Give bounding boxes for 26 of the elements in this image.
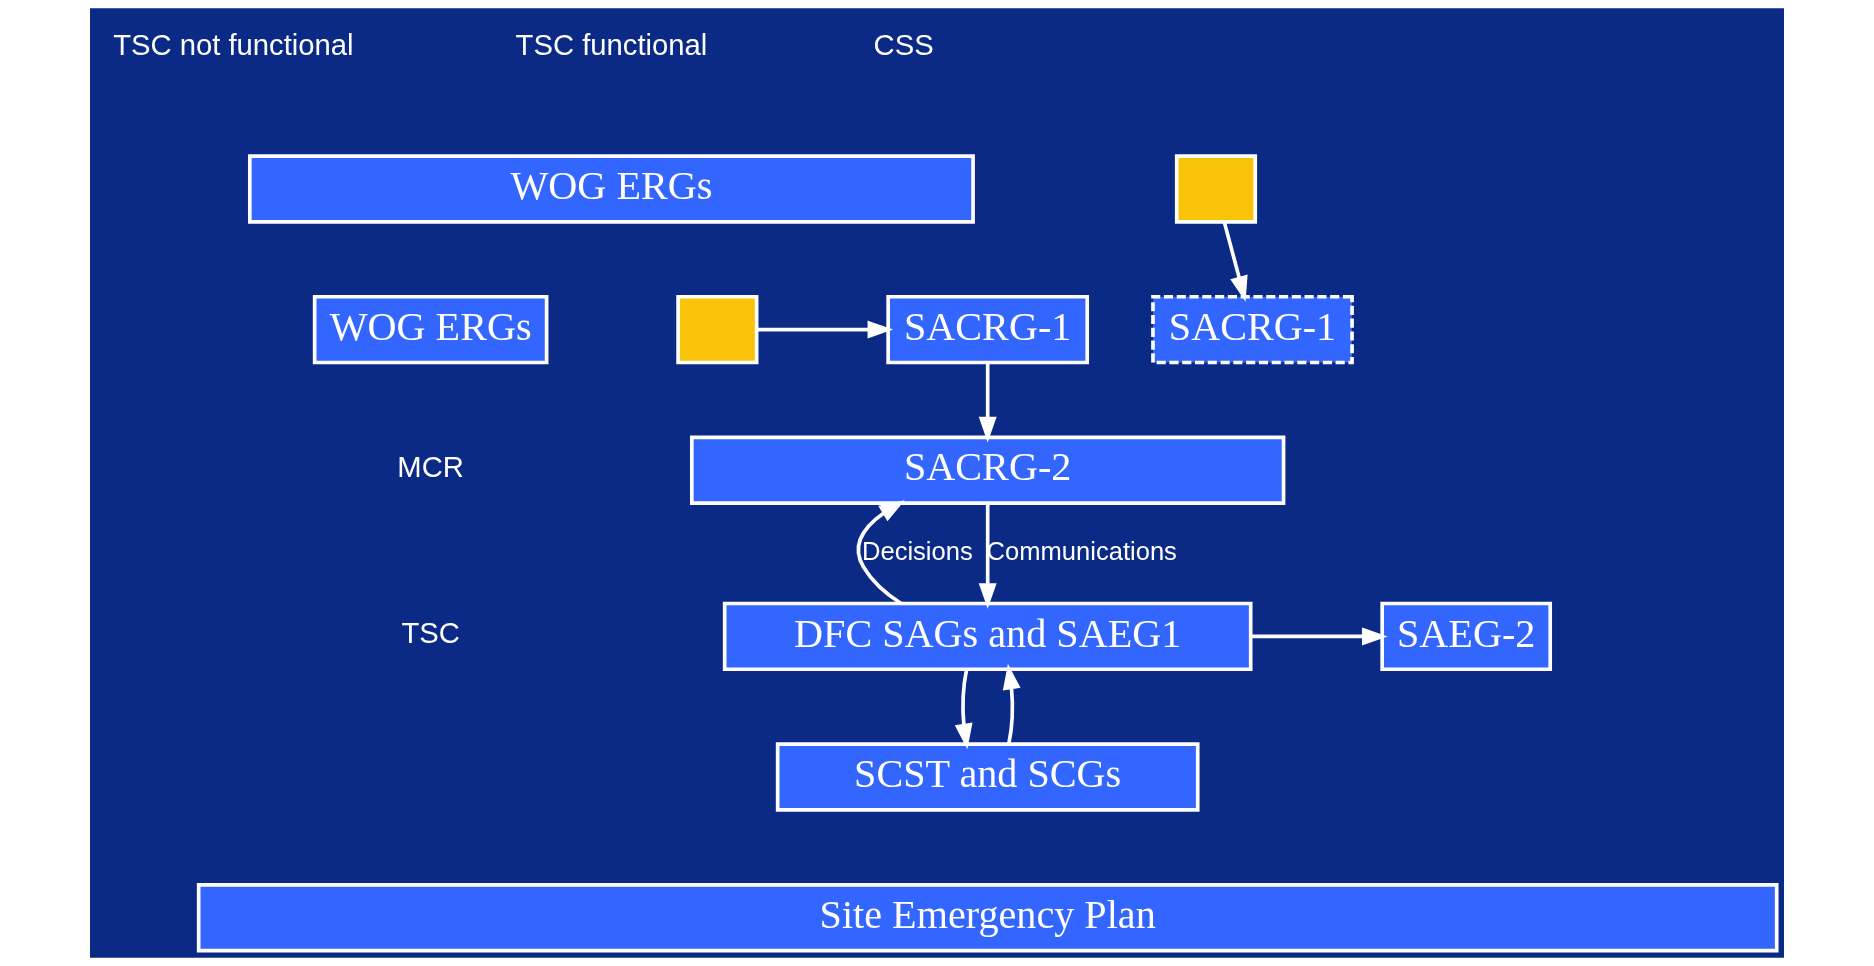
arrow xyxy=(856,500,905,605)
node-box: SACRG-1 xyxy=(1151,294,1354,365)
arrow xyxy=(954,668,973,750)
node-box: WOG ERGs xyxy=(312,294,549,365)
node-box xyxy=(676,294,759,365)
node-box: DFC SAGs and SAEG1 xyxy=(722,601,1253,672)
edge-label: Communications xyxy=(986,537,1177,566)
node-box: WOG ERGs xyxy=(248,154,975,224)
label: TSC functional xyxy=(515,29,708,62)
label: CSS xyxy=(873,29,934,62)
node-box xyxy=(1174,154,1258,224)
arrow xyxy=(756,320,894,339)
label: TSC not functional xyxy=(113,29,354,62)
arrow xyxy=(1222,221,1248,302)
label: TSC xyxy=(401,617,460,650)
arrow xyxy=(1002,663,1021,745)
node-box: SCST and SCGs xyxy=(775,742,1200,812)
node-box: SACRG-2 xyxy=(689,435,1286,505)
edge-label: Decisions xyxy=(861,537,973,566)
label: MCR xyxy=(397,451,464,484)
arrow xyxy=(978,362,997,443)
node-box: SAEG-2 xyxy=(1380,601,1553,672)
node-box: SACRG-1 xyxy=(886,294,1090,365)
node-box: Site Emergency Plan xyxy=(196,883,1779,953)
arrow xyxy=(1250,627,1388,646)
arrow xyxy=(978,503,997,609)
